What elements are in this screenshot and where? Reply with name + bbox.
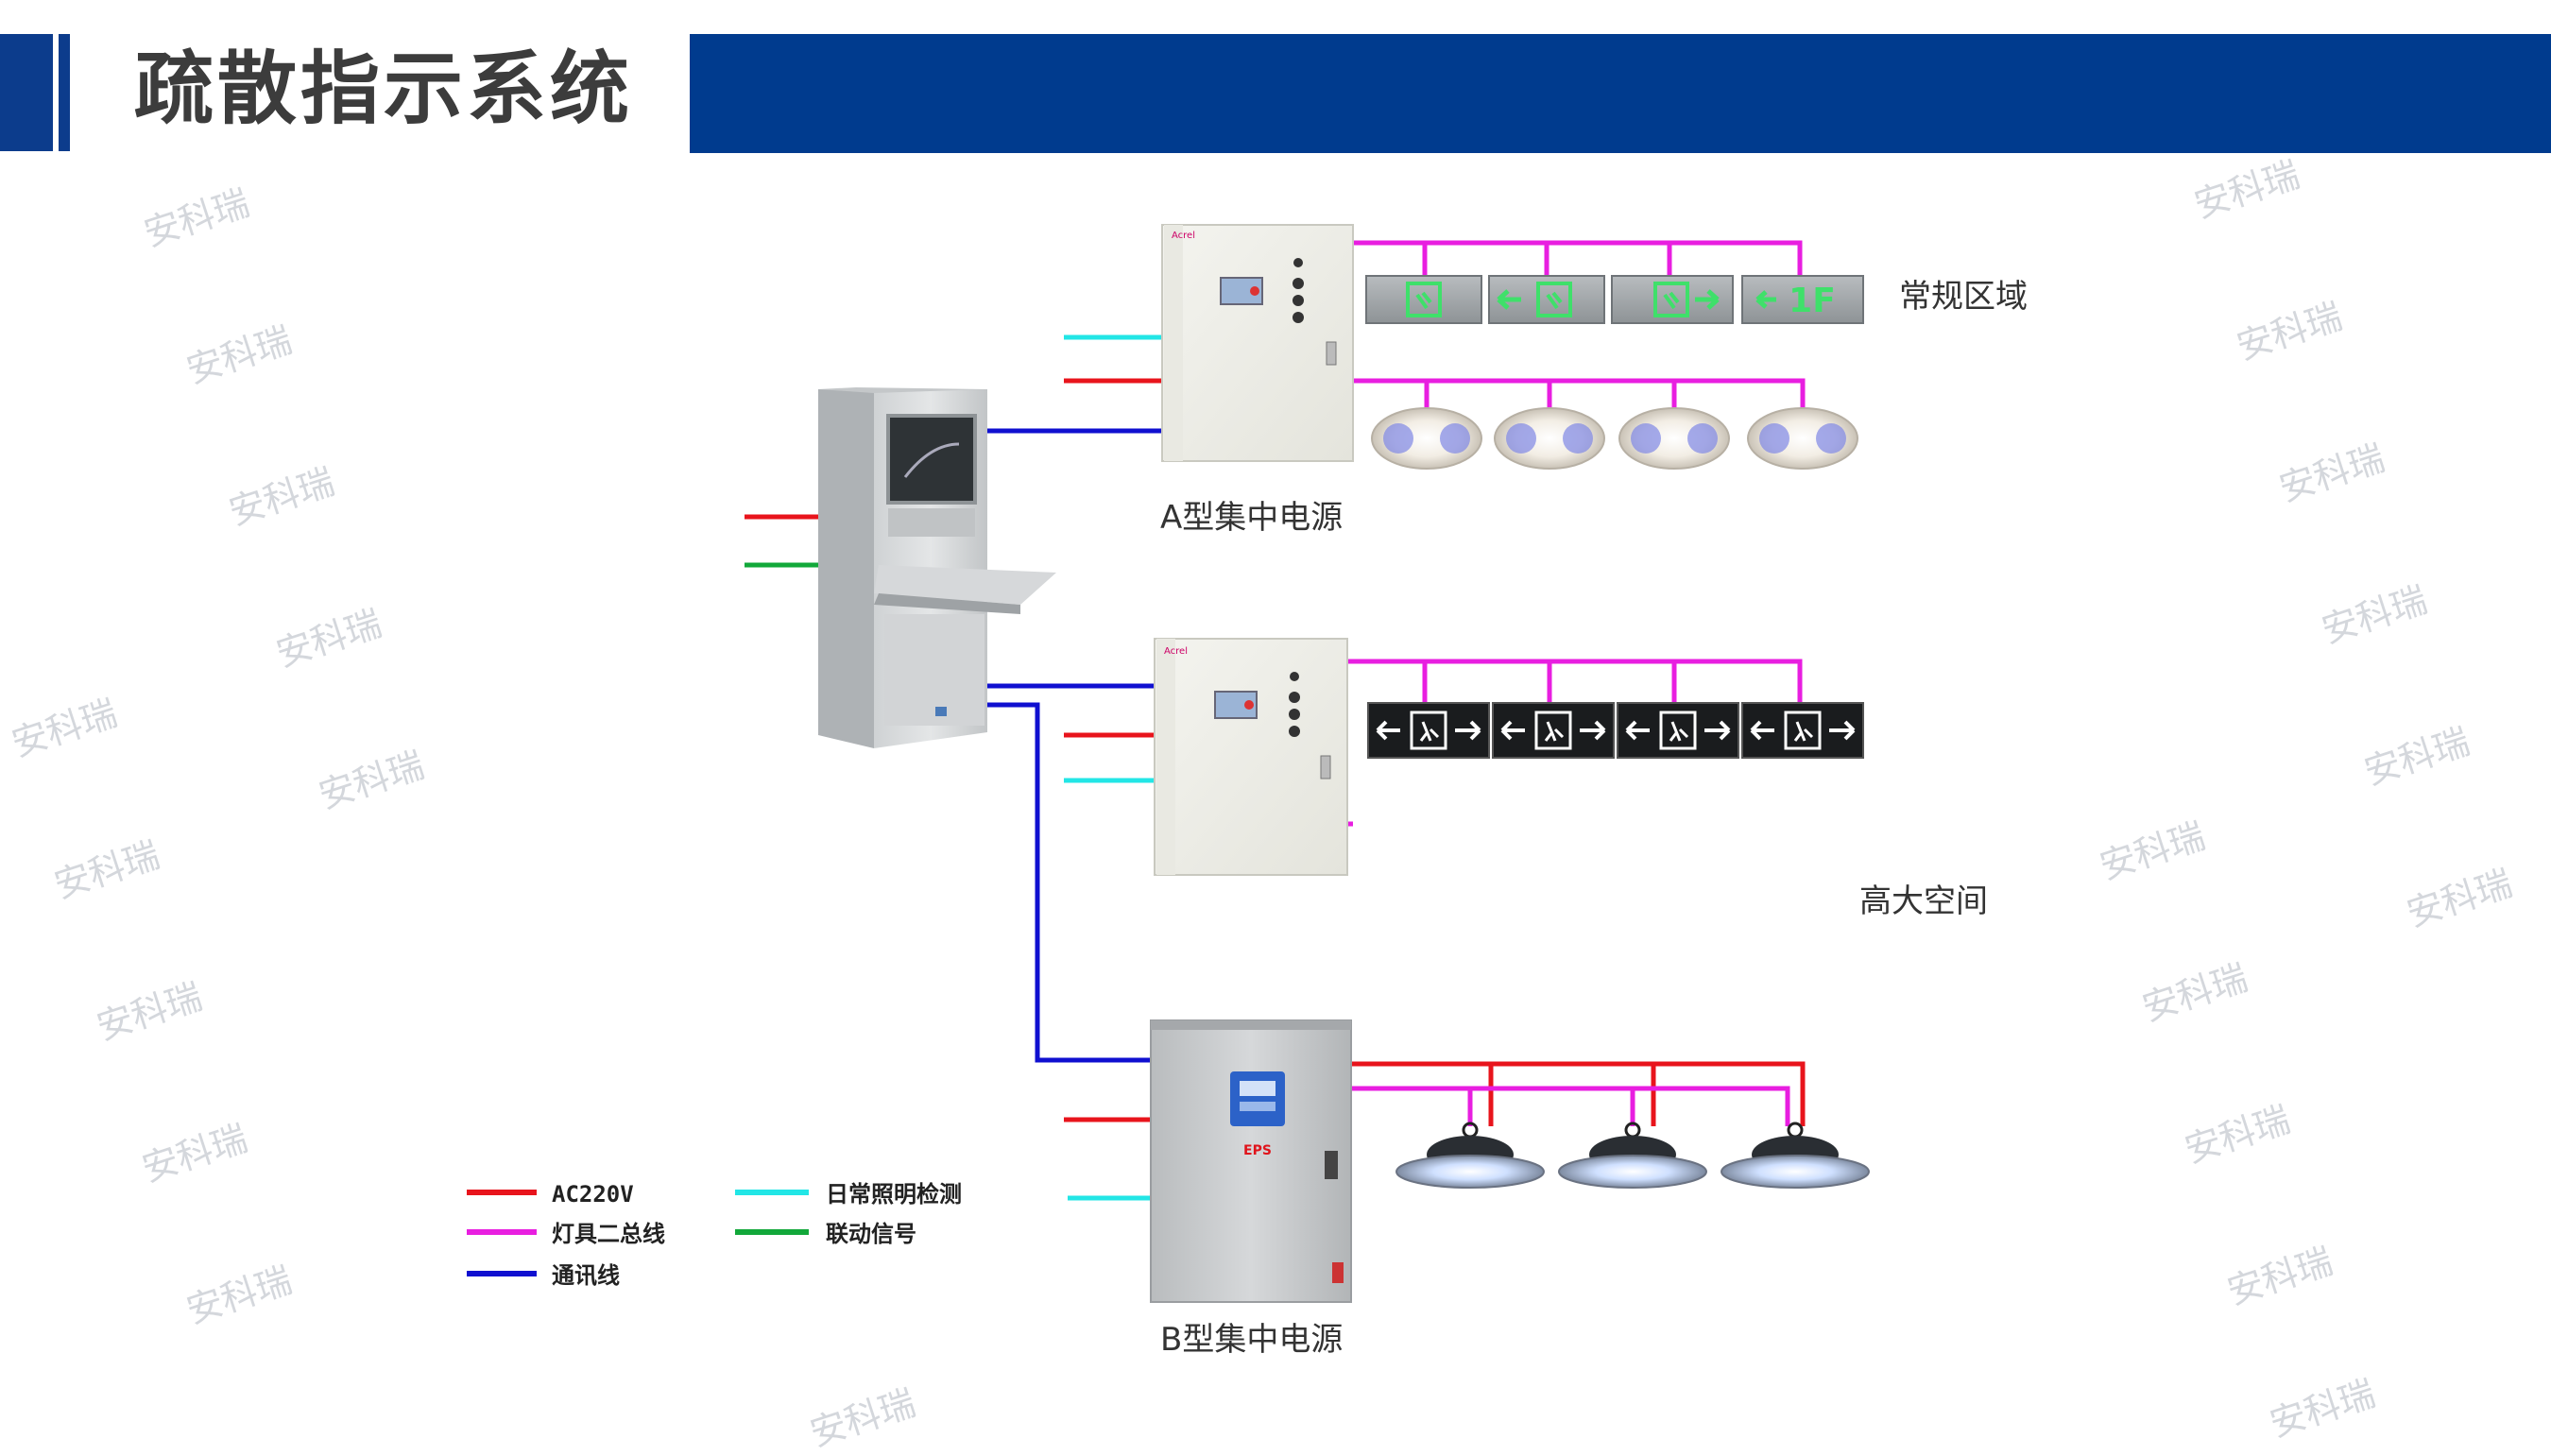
svg-text:Acrel: Acrel: [1164, 646, 1188, 657]
bidirectional-exit-sign: [1367, 702, 1490, 759]
power-b-label: B型集中电源: [1160, 1321, 1344, 1359]
header-accent-line: [59, 34, 70, 151]
legend-item-link: 联动信号: [735, 1221, 916, 1247]
exit-sign: [1365, 275, 1482, 324]
emergency-lamp: [1618, 407, 1730, 470]
power-box-a1: Acrel: [1161, 224, 1354, 462]
regular-area-label: 常规区域: [1899, 278, 2028, 316]
high-bay-lamps: [1395, 1122, 1870, 1189]
eps-text: EPS: [1243, 1143, 1272, 1158]
emergency-lamp: [1494, 407, 1605, 470]
wire-bus: [1353, 378, 1806, 408]
wire-bus: [1353, 240, 1803, 276]
legend-item-bus: 灯具二总线: [467, 1221, 665, 1247]
legend-label: 灯具二总线: [552, 1221, 665, 1247]
legend-label: 联动信号: [826, 1221, 916, 1247]
legend: AC220V 灯具二总线 通讯线 日常照明检测 联动信号: [467, 1181, 962, 1289]
high-bay-lamp: [1395, 1122, 1545, 1189]
monitor-host: [818, 387, 1056, 748]
emergency-lamp: [1747, 407, 1858, 470]
legend-label: 通讯线: [552, 1262, 620, 1289]
page-title: 疏散指示系统: [134, 43, 634, 135]
exit-sign-right: [1611, 275, 1734, 324]
floor-sign: 1F: [1741, 275, 1864, 324]
legend-item-comm: 通讯线: [467, 1262, 620, 1289]
header-bar: [690, 34, 2551, 153]
wire-bus: [1347, 659, 1803, 703]
emergency-lamps: [1371, 407, 1858, 470]
monitor-screen: [886, 414, 977, 505]
keyboard-tray: [874, 565, 1056, 605]
high-bay-lamp: [1558, 1122, 1707, 1189]
legend-label: 日常照明检测: [826, 1181, 962, 1208]
high-space-label: 高大空间: [1859, 882, 1988, 920]
exit-signs-regular: 1F: [1365, 275, 1864, 324]
legend-item-ac220v: AC220V: [467, 1181, 634, 1208]
bidirectional-exit-sign: [1617, 702, 1739, 759]
emergency-lamp: [1371, 407, 1482, 470]
exit-sign-left: [1488, 275, 1605, 324]
wire-comm: [987, 702, 1151, 1063]
bidirectional-exit-sign: [1492, 702, 1615, 759]
power-a-label: A型集中电源: [1160, 499, 1344, 537]
exit-signs-high-space: [1367, 702, 1864, 759]
legend-item-detect: 日常照明检测: [735, 1181, 962, 1208]
wire-ac220v: [1351, 1061, 1806, 1126]
power-box-a2: Acrel: [1154, 638, 1348, 876]
bidirectional-exit-sign: [1741, 702, 1864, 759]
svg-text:Acrel: Acrel: [1172, 231, 1195, 241]
eps-cabinet: EPS: [1150, 1019, 1352, 1303]
wire-bus: [1351, 1086, 1790, 1126]
header-accent-block: [0, 34, 53, 151]
floor-sign-text: 1F: [1789, 282, 1836, 320]
legend-label: AC220V: [552, 1181, 634, 1208]
wiring: [745, 240, 1806, 1201]
high-bay-lamp: [1721, 1122, 1870, 1189]
